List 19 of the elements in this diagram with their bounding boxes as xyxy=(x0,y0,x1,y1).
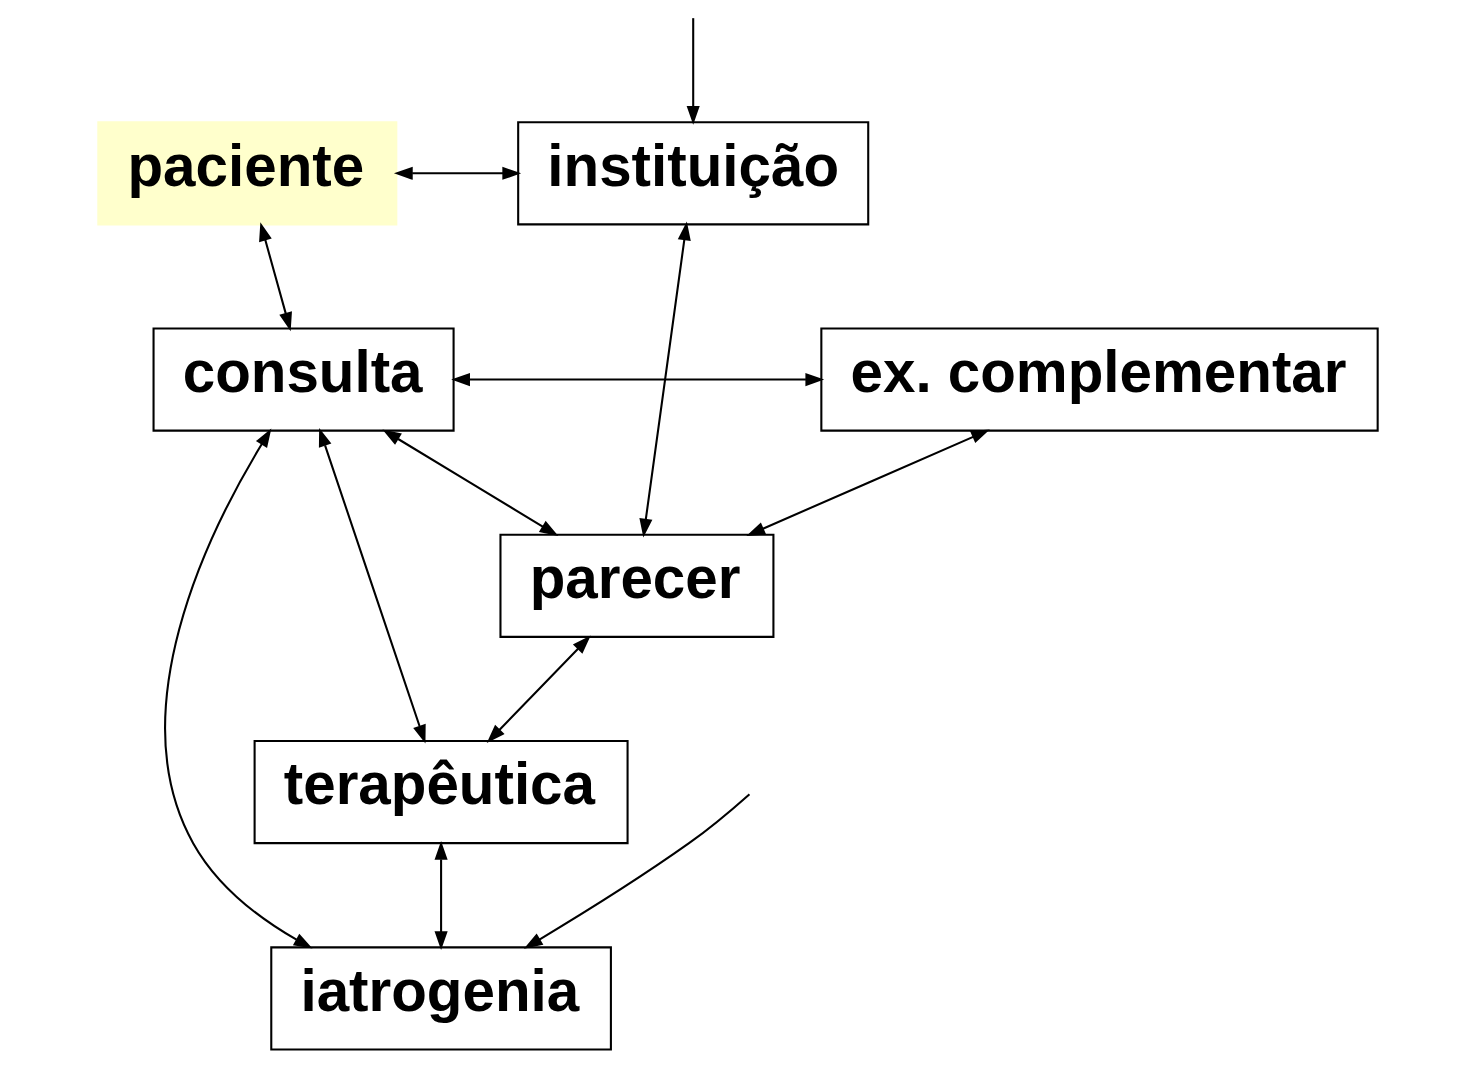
arrow xyxy=(486,635,591,743)
arrow xyxy=(381,429,558,537)
node-box: terapêutica xyxy=(253,740,629,845)
arrow xyxy=(434,841,448,951)
arrow xyxy=(450,373,824,387)
arrow xyxy=(523,793,750,949)
arrow xyxy=(163,428,312,949)
node-box: parecer xyxy=(498,533,774,638)
node-box: iatrogenia xyxy=(269,946,612,1051)
arrow xyxy=(686,18,700,125)
node-box: ex. complementar xyxy=(819,327,1379,432)
arrow xyxy=(745,429,990,536)
node-box: instituição xyxy=(516,121,869,226)
arrow xyxy=(318,427,426,744)
node-box: consulta xyxy=(152,327,455,432)
arrow xyxy=(393,166,521,180)
arrow xyxy=(638,221,691,538)
node-box: paciente xyxy=(96,121,397,226)
arrow xyxy=(258,222,292,332)
